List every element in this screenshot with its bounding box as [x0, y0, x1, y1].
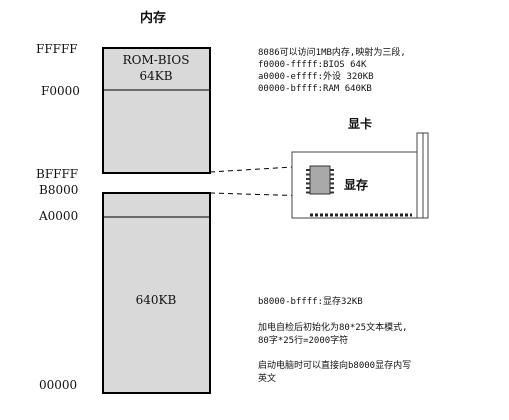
address-label-b8000: B8000 [39, 183, 78, 197]
chip-pin [330, 187, 334, 189]
note-top-line-2: f0000-fffff:BIOS 64K [258, 60, 367, 70]
address-label-f0000: F0000 [41, 84, 80, 98]
note-init-line-2: 80字*25行=2000字符 [258, 334, 348, 346]
address-label-a0000: A0000 [38, 209, 78, 223]
video-card-title: 显卡 [348, 116, 372, 131]
note-boot-line-2: 英文 [258, 372, 276, 384]
chip-pin [330, 173, 334, 176]
memory-title: 内存 [140, 10, 166, 26]
upper-memory-block [102, 47, 211, 174]
chip-pin [330, 191, 334, 194]
chip-pins [306, 169, 334, 194]
chip-pin [306, 182, 310, 185]
chip-pin [330, 169, 334, 171]
note-top-line-4: 00000-bffff:RAM 640KB [258, 84, 372, 94]
video-memory-chip [309, 165, 331, 195]
address-label-00000: 00000 [39, 378, 77, 392]
note-boot-line-1: 启动电脑时可以直接向b8000显存内写 [258, 359, 411, 371]
note-vram-range: b8000-bffff:显存32KB [258, 295, 363, 307]
rom-bios-label: ROM-BIOS [123, 53, 190, 67]
video-card: 显存 [291, 132, 429, 219]
note-init-line-1: 加电自检后初始化为80*25文本模式, [258, 321, 408, 333]
note-top-line-1: 8086可以访问1MB内存,映射为三段, [258, 46, 406, 58]
chip-pin [306, 173, 310, 176]
note-top-line-3: a0000-effff:外设 320KB [258, 70, 374, 82]
chip-pin [306, 169, 310, 171]
video-card-slot-bracket [416, 132, 424, 219]
chip-pin [330, 178, 334, 180]
chip-pin [330, 182, 334, 185]
lower-memory-block [102, 192, 211, 394]
chip-pin [306, 187, 310, 189]
address-label-fffff: FFFFF [36, 42, 78, 56]
chip-pin [306, 191, 310, 194]
ram-size-label: 640KB [136, 293, 177, 307]
address-label-bffff: BFFFF [36, 167, 78, 181]
video-memory-label: 显存 [344, 177, 368, 192]
rom-bios-size: 64KB [139, 69, 172, 83]
chip-pin [306, 178, 310, 180]
